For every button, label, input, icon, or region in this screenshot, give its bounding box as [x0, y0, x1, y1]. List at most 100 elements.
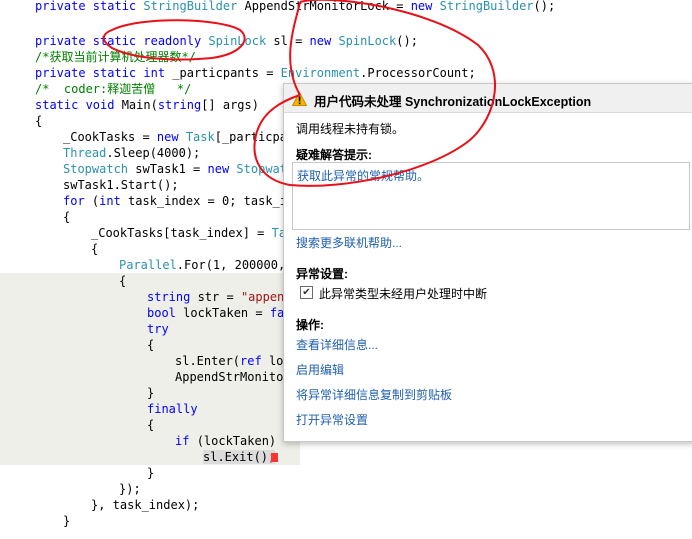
code-token: _particpants =	[172, 66, 281, 80]
open-exception-settings-link[interactable]: 打开异常设置	[296, 413, 369, 427]
code-line: private static readonly SpinLock sl = ne…	[35, 33, 418, 49]
enable-editing-link[interactable]: 启用编辑	[296, 363, 345, 377]
code-line: }	[63, 513, 70, 529]
code-token: });	[119, 482, 141, 496]
code-token: try	[147, 322, 169, 336]
dialog-titlebar: 用户代码未处理 SynchronizationLockException	[284, 84, 692, 113]
code-token: bool	[147, 306, 184, 320]
code-token: /* coder:释迦苦僧 */	[35, 82, 192, 96]
code-line: private static int _particpants = Enviro…	[35, 65, 476, 81]
code-token: StringBuilder	[143, 0, 238, 13]
code-token: string	[157, 98, 202, 112]
code-token: finally	[147, 402, 198, 416]
troubleshooting-heading: 疑难解答提示:	[296, 148, 372, 162]
code-token: }	[147, 386, 155, 400]
code-line: /*获取当前计算机处理器数*/	[35, 49, 196, 65]
code-line: {	[147, 417, 154, 433]
code-token: ();	[533, 0, 556, 13]
warning-icon	[292, 92, 307, 106]
code-token: SpinLock	[208, 34, 267, 48]
actions-heading: 操作:	[296, 318, 324, 332]
code-token: {	[63, 210, 71, 224]
code-token: Task	[185, 130, 215, 144]
break-on-exception-checkbox[interactable]: ✔	[300, 286, 313, 299]
code-token: {	[91, 242, 99, 256]
code-token: new	[410, 0, 440, 13]
code-token: _CookTasks[task_index] =	[91, 226, 272, 240]
code-token: new	[156, 130, 186, 144]
code-line: /* coder:释迦苦僧 */	[35, 81, 191, 97]
code-token: {	[147, 338, 155, 352]
code-line: }	[147, 385, 154, 401]
general-help-link[interactable]: 获取此异常的常规帮助。	[297, 169, 430, 183]
copy-exception-details-link[interactable]: 将异常详细信息复制到剪贴板	[296, 388, 453, 402]
code-line: _CookTasks = new Task[_particpants];	[63, 129, 323, 145]
code-token: sl.Exit();	[203, 450, 276, 464]
code-line: private static StringBuilder AppendStrMo…	[35, 0, 555, 14]
code-line: {	[63, 209, 70, 225]
code-token: new	[207, 162, 237, 176]
code-token: ();	[396, 34, 418, 48]
code-line: }, task_index);	[91, 497, 199, 513]
code-token: private static	[35, 0, 144, 13]
code-token: int	[99, 194, 129, 208]
view-details-link[interactable]: 查看详细信息...	[296, 338, 379, 352]
code-token: Stopwatch	[63, 162, 129, 176]
search-online-help-link[interactable]: 搜索更多联机帮助...	[296, 236, 403, 250]
code-token: _CookTasks =	[63, 130, 157, 144]
code-token: new	[309, 34, 339, 48]
exception-helper-dialog: 用户代码未处理 SynchronizationLockException 调用线…	[283, 83, 692, 442]
code-line: {	[91, 241, 98, 257]
code-token: swTask1 =	[128, 162, 208, 176]
code-line: {	[119, 273, 126, 289]
code-token: }	[63, 514, 71, 528]
code-line: });	[119, 481, 141, 497]
error-squiggle	[271, 453, 278, 462]
code-line: swTask1.Start();	[63, 177, 179, 193]
code-token: sl.Enter(	[175, 354, 241, 368]
code-line: {	[35, 113, 42, 129]
code-token: Parallel	[119, 258, 177, 272]
break-on-exception-label[interactable]: 此异常类型未经用户处理时中断	[319, 287, 488, 301]
code-token: StringBuilder	[439, 0, 534, 13]
code-line: Thread.Sleep(4000);	[63, 145, 200, 161]
code-line: {	[147, 337, 154, 353]
code-line: finally	[147, 401, 198, 417]
code-token: {	[147, 418, 155, 432]
dialog-title: 用户代码未处理 SynchronizationLockException	[314, 95, 592, 109]
code-token: {	[119, 274, 127, 288]
code-token: SpinLock	[338, 34, 397, 48]
troubleshooting-tips-box: 获取此异常的常规帮助。	[292, 162, 690, 230]
code-token: .ProcessorCount;	[360, 66, 476, 80]
code-token: {	[35, 114, 43, 128]
code-token: lockTaken =	[183, 306, 270, 320]
code-token: Main(	[121, 98, 158, 112]
code-token: sl =	[266, 34, 310, 48]
code-token: /*获取当前计算机处理器数*/	[35, 50, 196, 64]
code-line: try	[147, 321, 169, 337]
code-token: (lockTaken)	[196, 434, 277, 448]
code-token: str =	[197, 290, 241, 304]
code-line: sl.Exit();	[203, 449, 276, 465]
code-line: static void Main(string[] args)	[35, 97, 259, 113]
code-token: (	[91, 194, 100, 208]
code-token: Thread	[63, 146, 107, 160]
code-token: static void	[35, 98, 122, 112]
current-statement-highlight	[0, 273, 300, 465]
code-line: string str = "append"	[147, 289, 299, 305]
code-token: private static readonly	[35, 34, 209, 48]
code-token: }, task_index);	[91, 498, 200, 512]
code-token: swTask1.Start();	[63, 178, 179, 192]
code-token: for	[63, 194, 92, 208]
code-token: AppendStrMonitorLock =	[237, 0, 411, 13]
code-line: }	[147, 465, 154, 481]
exception-settings-heading: 异常设置:	[296, 267, 348, 281]
code-token: [] args)	[201, 98, 259, 112]
code-token: }	[147, 466, 155, 480]
exception-message: 调用线程未持有锁。	[296, 122, 405, 136]
code-token: string	[147, 290, 198, 304]
code-token: if	[175, 434, 197, 448]
code-line: if (lockTaken)	[175, 433, 276, 449]
code-token: Environment	[280, 66, 361, 80]
code-token: .Sleep(4000);	[106, 146, 201, 160]
